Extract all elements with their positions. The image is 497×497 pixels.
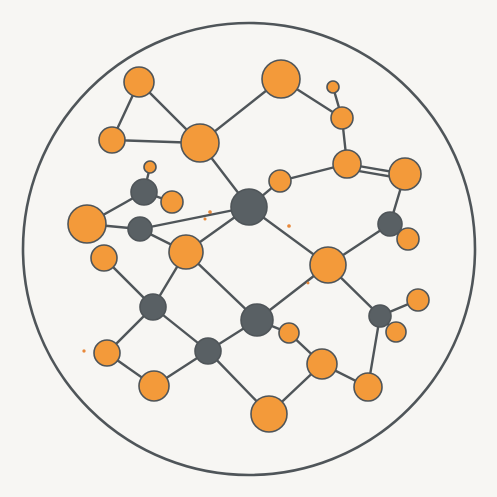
orange-atom-node — [123, 66, 155, 98]
specks-layer — [82, 210, 310, 353]
orange-atom-node — [396, 227, 420, 251]
dark-atom-node — [230, 188, 268, 226]
dark-atom-node — [368, 304, 392, 328]
orange-atom-node — [261, 59, 301, 99]
decorative-speck — [287, 224, 291, 228]
orange-atom-node — [90, 244, 118, 272]
orange-atom-node — [278, 322, 300, 344]
decorative-speck — [203, 217, 207, 221]
orange-atom-node — [326, 80, 340, 94]
orange-atom-node — [180, 123, 220, 163]
orange-atom-node — [406, 288, 430, 312]
dark-atom-node — [240, 303, 274, 337]
orange-atom-node — [306, 348, 338, 380]
decorative-speck — [208, 210, 212, 214]
atoms-layer — [67, 59, 430, 433]
dark-atom-node — [130, 178, 158, 206]
orange-atom-node — [250, 395, 288, 433]
decorative-speck — [82, 349, 86, 353]
orange-atom-node — [353, 372, 383, 402]
dark-atom-node — [127, 216, 153, 242]
orange-atom-node — [268, 169, 292, 193]
orange-atom-node — [67, 204, 107, 244]
orange-atom-node — [138, 370, 170, 402]
orange-atom-node — [98, 126, 126, 154]
orange-atom-node — [388, 157, 422, 191]
outer-circle-frame — [21, 21, 477, 477]
orange-atom-node — [160, 190, 184, 214]
orange-atom-node — [168, 234, 204, 270]
dark-atom-node — [194, 337, 222, 365]
dark-atom-node — [139, 293, 167, 321]
orange-atom-node — [143, 160, 157, 174]
bonds-layer — [85, 77, 420, 416]
orange-atom-node — [309, 246, 347, 284]
orange-atom-node — [385, 321, 407, 343]
orange-atom-node — [93, 339, 121, 367]
orange-atom-node — [330, 106, 354, 130]
decorative-speck — [306, 281, 310, 285]
orange-atom-node — [332, 149, 362, 179]
dark-atom-node — [377, 211, 403, 237]
